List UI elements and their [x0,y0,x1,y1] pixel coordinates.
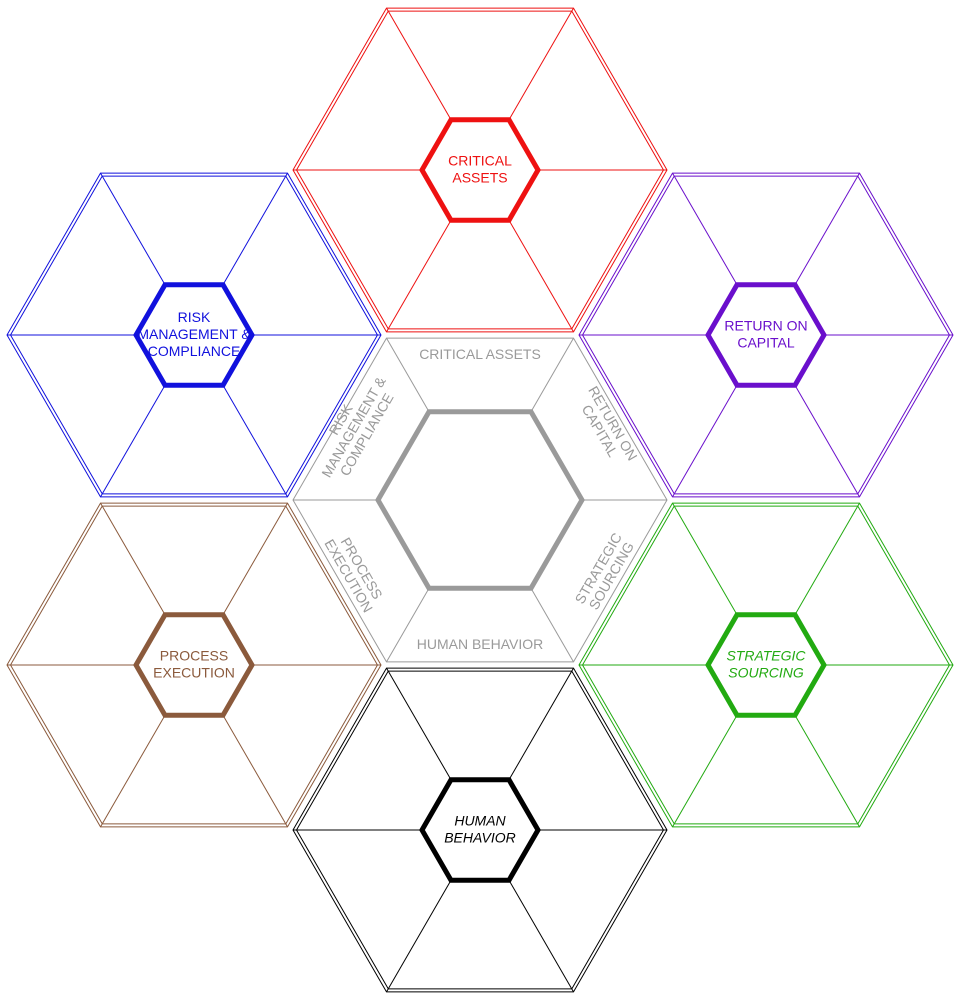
critical-assets-core-hexagon[interactable] [419,117,541,223]
critical-assets-spoke [508,7,574,121]
human-behavior-spoke [508,879,574,993]
human-behavior-label-line: HUMAN [454,812,506,828]
strategic-sourcing-spoke [672,502,738,616]
process-execution-spoke [222,714,288,828]
risk-management-label-line: COMPLIANCE [148,343,241,359]
strategic-sourcing-label-line: SOURCING [728,664,804,680]
critical-assets-label-line: CRITICAL [448,152,512,168]
risk-management-hexagon-group [6,172,382,498]
center-segment-label-bottom: HUMAN BEHAVIOR [417,636,544,652]
process-execution-spoke [100,502,166,616]
critical-assets-spoke [508,219,574,333]
center-core-hexagon[interactable] [375,409,585,591]
human-behavior-spoke [386,667,452,781]
center-segment-label-top: CRITICAL ASSETS [419,346,541,362]
human-behavior-core-hexagon[interactable] [419,777,541,883]
center-hexagon-group [292,337,668,663]
human-behavior-spoke [508,667,574,781]
human-behavior-hexagon-group [292,667,668,993]
strategic-sourcing-label-line: STRATEGIC [726,647,806,663]
process-execution-label-line: PROCESS [160,647,228,663]
strategic-sourcing-spoke [672,714,738,828]
human-behavior-label-line: BEHAVIOR [444,829,516,845]
critical-assets-hexagon-group [292,7,668,333]
center-cluster [292,337,668,663]
return-on-capital-spoke [672,384,738,498]
center-segment-label-line: CRITICAL ASSETS [419,346,541,362]
outer-clusters [6,7,954,993]
process-execution-spoke [222,502,288,616]
center-spoke [530,588,574,663]
return-on-capital-spoke [794,172,860,286]
strategic-sourcing-hexagon-group [578,502,954,828]
strategic-sourcing-spoke [794,714,860,828]
return-on-capital-spoke [672,172,738,286]
strategic-sourcing-core-hexagon[interactable] [705,612,827,718]
center-spoke [530,337,574,412]
center-segment-label-line: HUMAN BEHAVIOR [417,636,544,652]
process-execution-label-line: EXECUTION [153,664,235,680]
process-execution-hexagon-group [6,502,382,828]
risk-management-label-line: MANAGEMENT & [137,326,251,342]
return-on-capital-core-hexagon[interactable] [705,282,827,388]
center-spoke [386,588,430,663]
critical-assets-spoke [386,7,452,121]
risk-management-core-hexagon[interactable] [133,282,255,388]
risk-management-spoke [100,384,166,498]
human-behavior-spoke [386,879,452,993]
critical-assets-spoke [386,219,452,333]
risk-management-spoke [222,384,288,498]
return-on-capital-label-line: RETURN ON [724,317,807,333]
critical-assets-label-line: ASSETS [452,169,507,185]
return-on-capital-spoke [794,384,860,498]
process-execution-spoke [100,714,166,828]
risk-management-label-line: RISK [178,309,211,325]
risk-management-spoke [222,172,288,286]
return-on-capital-hexagon-group [578,172,954,498]
risk-management-spoke [100,172,166,286]
strategic-sourcing-spoke [794,502,860,616]
center-spoke [386,337,430,412]
process-execution-core-hexagon[interactable] [133,612,255,718]
return-on-capital-label-line: CAPITAL [737,334,795,350]
